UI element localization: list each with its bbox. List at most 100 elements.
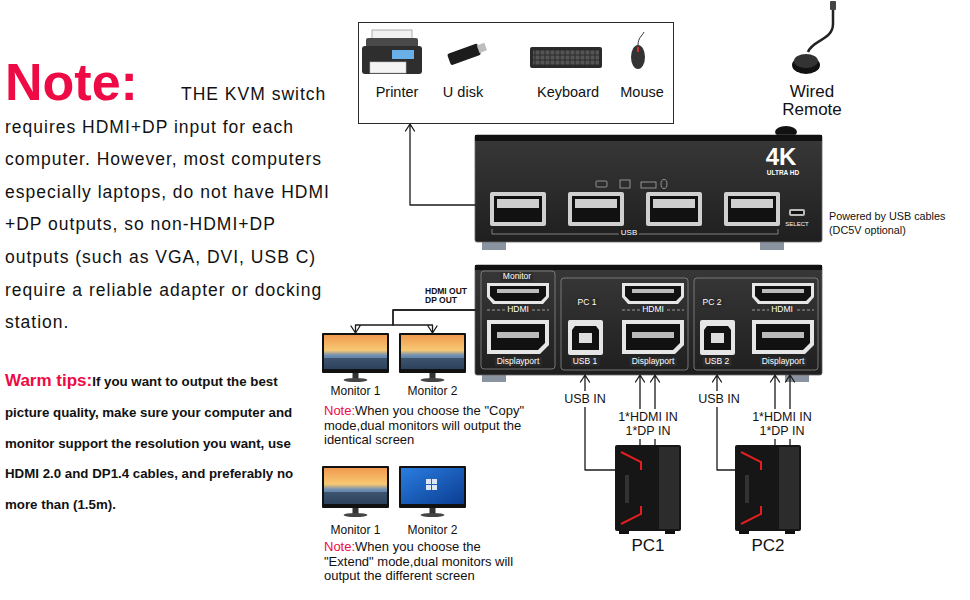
kvm-front-unit [490,286,546,301]
wired-remote [830,1,836,10]
kvm-front-unit [632,332,674,338]
port-label: Monitor [501,272,533,281]
monitor-label: Monitor 2 [407,385,457,398]
note-heading: Note: [5,53,138,111]
connector-label: USB IN [696,391,742,407]
kvm-top-unit [497,199,539,208]
printer-icon [370,62,406,73]
monitor: Monitor 2 [399,333,466,373]
keyboard-icon [530,47,602,68]
kvm-top-unit [475,135,822,242]
pc-tower [625,475,629,503]
pc-label: PC2 [751,537,784,556]
monitor-icon [344,513,368,517]
wired-remote [794,54,818,68]
kvm-front-unit [626,324,680,350]
kvm-front-unit [711,333,724,343]
tips-block: Warm tips:If you want to output the best… [5,366,320,520]
kvm-front-unit [755,286,811,301]
monitor-icon [324,468,387,504]
wired-remote [808,10,833,52]
device-label: U disk [443,85,483,101]
note-text: THE KVM switch requires HDMI+DP input fo… [5,84,330,332]
kvm-front-unit [487,320,549,354]
panel-label: USB [619,229,639,238]
kvm-front-unit [487,283,549,304]
device-label: Mouse [620,85,664,101]
port-label: Displayport [495,357,542,366]
wired-remote [792,1,836,74]
monitor-icon [401,335,464,369]
mouse-icon [637,47,639,52]
pc-tower [735,445,801,531]
panel-label: 4K [766,144,797,170]
kvm-top-unit [596,181,607,187]
kvm-front-unit [475,265,822,382]
kvm-front-unit [497,289,539,293]
power-note: Powered by USB cables (DC5V optional) [829,209,961,237]
monitor-icon [401,358,464,369]
kvm-top-unit [572,196,620,222]
port-label: HDMI [769,305,795,314]
kvm-front-unit [752,320,814,354]
monitor-icon [399,466,466,517]
port-label: PC 1 [576,298,599,307]
port-label: USB 1 [571,357,600,366]
monitor-icon [421,513,445,517]
kvm-top-unit [620,180,630,188]
pc-tower [745,475,749,503]
port-label: Displayport [630,357,677,366]
kvm-front-unit [622,320,684,354]
monitor: Monitor 2 [399,466,466,508]
monitor-icon [421,378,445,382]
kvm-front-unit [572,326,599,350]
power-note: Powered by USB cables (DC5V optional) [829,210,945,236]
kvm-front-unit [762,332,804,338]
connector-label: 1*HDMI IN 1*DP IN [614,409,682,439]
monitor-icon [322,466,389,508]
kvm-front-unit [632,289,674,293]
port-label: PC 2 [701,298,724,307]
device-label: Printer [376,85,419,101]
kvm-front-unit [579,333,592,343]
pc-tower [739,531,749,534]
monitor-icon [322,333,389,382]
usb-disk-icon [447,43,481,65]
keyboard-icon [533,50,599,65]
monitor: Monitor 1 [322,333,389,373]
kvm-top-unit [650,196,698,222]
kvm-front-unit [704,326,731,350]
mouse-icon [638,32,644,45]
kvm-top-unit [494,196,542,222]
kvm-front-unit [762,289,804,293]
connector-arrow [351,310,475,333]
tips-text: If you want to output the best picture q… [5,374,293,512]
pc-box: PC1 [615,445,681,531]
kvm-front-unit [475,265,822,270]
kvm-top-unit [653,199,695,208]
pc-tower [779,447,799,529]
kvm-front-unit [491,324,545,350]
connector-arrow [713,375,736,470]
kvm-top-unit [490,192,546,226]
monitor-icon [401,468,464,504]
kvm-front-unit [622,283,684,304]
kvm-front-unit [568,320,603,355]
monitor-icon [322,466,389,517]
pc-tower [785,531,795,534]
panel-label: ULTRA HD [767,169,800,176]
kvm-top-unit [475,135,822,141]
port-label: HDMI [505,305,531,314]
kvm-top-unit [575,199,617,208]
panel-label: SELECT [785,221,808,228]
pc-tower [741,452,761,524]
kvm-front-unit [475,265,822,375]
connector-label: USB IN [562,391,608,407]
extend-note: Note:When you choose the "Extend" mode,d… [324,540,529,584]
monitor: Monitor 1 [322,466,389,508]
monitor-icon [426,485,431,490]
mouse-icon [631,32,645,69]
monitor-label: Monitor 2 [407,524,457,537]
remote-label: Wired Remote [782,82,842,119]
tips-heading: Warm tips: [5,371,92,390]
